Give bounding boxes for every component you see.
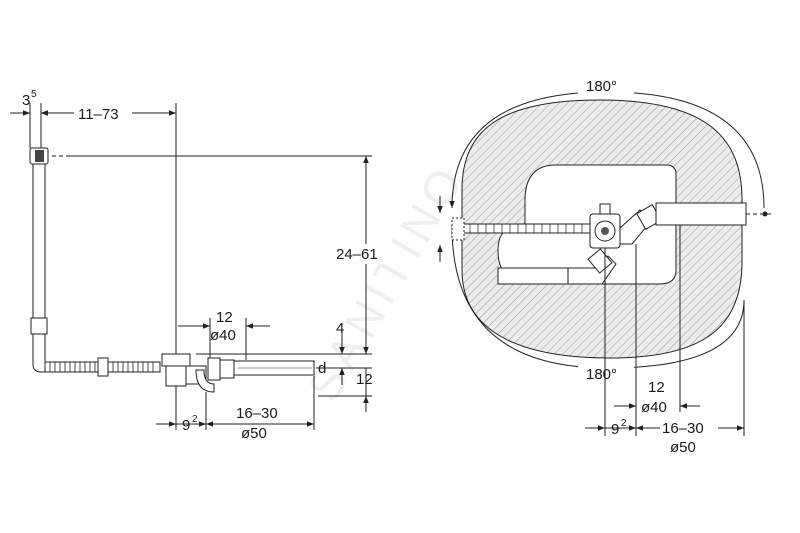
valve-cap <box>599 203 611 215</box>
dim-label-dia-50: ø50 <box>241 425 267 442</box>
overflow-fitting-dashed <box>451 217 465 241</box>
dim-label-24-61: 24–61 <box>336 246 378 263</box>
outlet-center-dot <box>762 211 768 217</box>
flex-hose-right <box>107 361 161 373</box>
right-top-view: 180° 180° 12 ø40 <box>437 74 772 456</box>
dim-label-r-9-sup: 2 <box>621 418 627 429</box>
dim-label-3-sup: 5 <box>31 89 37 100</box>
dim-label-4: 4 <box>336 320 344 337</box>
inner-waste-channel <box>497 267 569 285</box>
dim-label-16-30: 16–30 <box>236 405 278 422</box>
dim-label-r-dia-50: ø50 <box>670 439 696 456</box>
flex-hose-left <box>44 361 101 373</box>
angle-label-bottom: 180° <box>586 366 617 383</box>
outlet-pipe-top <box>655 202 747 226</box>
dim-label-12-right: 12 <box>356 371 373 388</box>
trap-bend <box>195 369 215 393</box>
dim-label-11-73: 11–73 <box>78 106 119 123</box>
dim-label-r-dia-40: ø40 <box>641 399 667 416</box>
flex-hose-top <box>461 223 593 234</box>
overflow-cap <box>35 150 44 162</box>
dim-label-12-top: 12 <box>216 309 233 326</box>
label-bg-r-16-30 <box>660 419 718 435</box>
dim-label-9: 9 <box>182 417 190 434</box>
hose-nut <box>97 357 109 377</box>
dim-label-r-12: 12 <box>648 379 665 396</box>
label-bg-11-73 <box>74 104 132 122</box>
pipe-elbow <box>32 333 46 373</box>
overflow-pipe-vertical <box>32 163 46 323</box>
hose-ribs-right <box>112 362 154 372</box>
angle-label-top: 180° <box>586 78 617 95</box>
dim-label-r-16-30: 16–30 <box>662 420 704 437</box>
trap-nut-b <box>219 359 235 379</box>
hose-ribs-top <box>469 224 583 233</box>
pipe-coupling <box>30 317 48 335</box>
label-bg-24-61 <box>333 244 389 264</box>
dim-label-dia-40: ø40 <box>210 327 236 344</box>
label-bg-180-bottom <box>578 362 634 384</box>
dim-label-3: 3 <box>22 92 30 109</box>
left-side-view: 3 5 11–73 24–61 12 ø40 4 12 d 9 <box>10 89 389 442</box>
valve-hub <box>601 227 609 235</box>
label-bg-180-top <box>578 74 634 96</box>
waste-elbow <box>587 248 613 274</box>
hose-ribs-left <box>49 362 96 372</box>
dim-label-r-9: 9 <box>611 421 619 438</box>
trap-nut-a <box>207 357 221 381</box>
label-d: d <box>318 360 326 377</box>
waste-valve-body <box>165 365 187 387</box>
waste-valve-top <box>161 353 191 367</box>
dim-label-9-sup: 2 <box>192 414 198 425</box>
